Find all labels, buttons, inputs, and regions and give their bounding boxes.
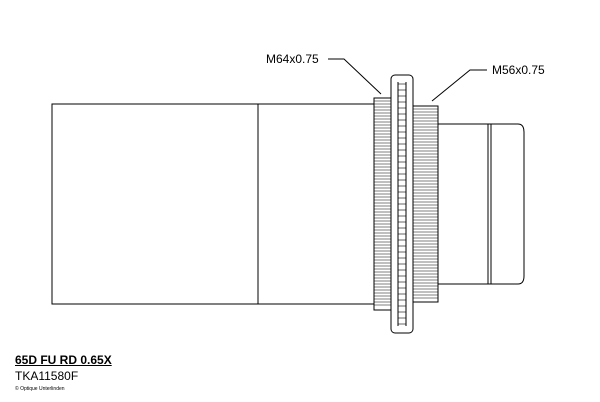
thread-label-m64: M64x0.75 [266, 52, 319, 66]
leader-line-m64 [328, 58, 382, 95]
front-nose [437, 123, 489, 285]
copyright-notice: © Optique Unterlinden [15, 386, 65, 392]
product-name: 65D FU RD 0.65X [15, 353, 112, 367]
leader-line-m56 [431, 69, 487, 102]
thread-collar-m56 [411, 105, 439, 303]
product-code: TKA11580F [15, 369, 79, 383]
thread-pattern-m56 [412, 108, 438, 299]
thread-label-m56: M56x0.75 [492, 63, 545, 77]
knurl-pattern [398, 83, 406, 325]
front-nose-tip [487, 123, 525, 285]
thread-pattern-m64 [374, 100, 392, 306]
main-barrel [51, 103, 378, 305]
